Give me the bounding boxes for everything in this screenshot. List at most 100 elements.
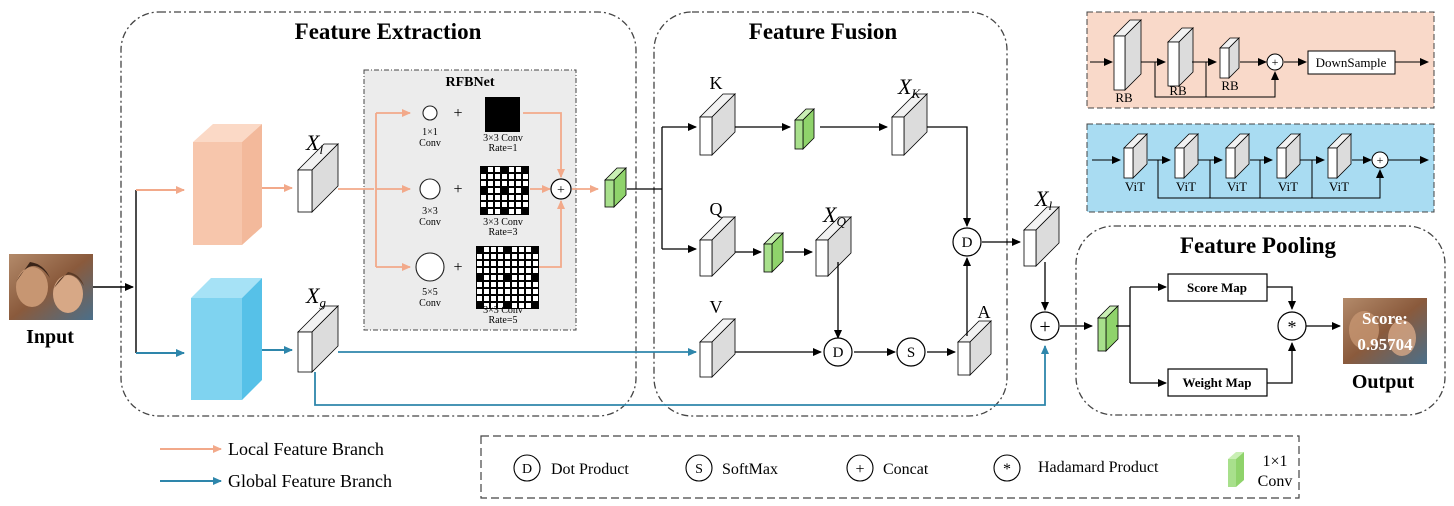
v-feature-map [699, 318, 736, 378]
output-label: Output [1352, 371, 1415, 393]
rfb-row2-kernel: 3×3 [422, 206, 438, 217]
q-label: Q [710, 199, 723, 219]
legend-conv1x1-icon [1228, 452, 1244, 487]
score-label: Score: [1362, 309, 1408, 328]
xl-feature-map [297, 143, 339, 213]
softmax-op [896, 337, 926, 367]
rfb-row3-kernel: 5×5 [422, 287, 438, 298]
xk-feature-map [891, 93, 928, 156]
score-map-label: Score Map [1187, 280, 1247, 295]
global-feature-block [191, 278, 262, 400]
input-image [9, 254, 93, 320]
downsample-box [1307, 50, 1396, 75]
legend-concat-label: Concat [883, 461, 929, 478]
k-feature-map [699, 93, 736, 156]
softmax-op-symbol: S [907, 345, 915, 361]
legend-concat-icon [846, 454, 874, 482]
score-map-box [1167, 273, 1268, 302]
rb-block-1 [1113, 19, 1142, 91]
fusion-lines [627, 123, 1093, 356]
legend-dot-icon [513, 454, 541, 482]
dot-op-top-symbol: D [962, 235, 973, 251]
feature-pooling-title: Feature Pooling [1180, 233, 1337, 258]
vit-label-5: ViT [1329, 179, 1349, 194]
dilated-grid-rate5 [476, 246, 539, 309]
xl-fused-feature-map [1023, 206, 1060, 267]
feature-extraction-box [120, 11, 637, 417]
legend-global-label: Global Feature Branch [228, 471, 392, 491]
output-image [1343, 298, 1427, 364]
dilated-grid-rate3 [480, 166, 529, 215]
legend-conv-line1: 1×1 [1262, 453, 1287, 470]
rfb-plus-3: + [453, 259, 462, 276]
legend-conv-line2: Conv [1258, 473, 1293, 490]
pooling-lines [1116, 283, 1341, 387]
rfbnet-box [363, 69, 577, 331]
xg-label: Xg [305, 283, 326, 310]
legend-hadamard-symbol: * [1003, 461, 1011, 478]
dot-product-op-top [952, 227, 982, 257]
xl-label: Xl [305, 130, 323, 157]
conv5x5-kernel-icon [415, 252, 445, 282]
rfb-row2-conv: 3×3 Conv [483, 217, 523, 228]
dot-op-bottom-symbol: D [833, 345, 844, 361]
concat-op-main-symbol: + [1039, 316, 1050, 338]
local-feature-block [193, 124, 262, 245]
legend-dot-symbol: D [522, 462, 532, 477]
rfbnet-arrows [338, 109, 599, 271]
xq-label: XQ [822, 202, 846, 229]
feature-fusion-title: Feature Fusion [749, 19, 898, 44]
pool-conv1x1 [1097, 305, 1119, 352]
xg-feature-map [297, 305, 339, 373]
rfb-row1-kernel-sub: Conv [419, 138, 441, 149]
rfb-row1-rate: Rate=1 [489, 143, 518, 154]
vit-label-3: ViT [1227, 179, 1247, 194]
rfb-concat-op [550, 178, 572, 200]
feature-fusion-box [653, 11, 1008, 417]
vit-block-4 [1276, 133, 1301, 179]
a-feature-map [957, 320, 992, 376]
input-label: Input [26, 326, 74, 348]
k-conv1x1 [794, 108, 815, 150]
legend-softmax-symbol: S [695, 462, 703, 477]
vit-label-1: ViT [1125, 179, 1145, 194]
rb-block-3 [1219, 37, 1240, 79]
rfb-plus-1: + [453, 105, 462, 122]
legend-softmax-label: SoftMax [722, 461, 778, 478]
rfb-row3-rate: Rate=5 [489, 315, 518, 326]
rfb-row3-kernel-sub: Conv [419, 298, 441, 309]
rb-label-2: RB [1169, 83, 1187, 98]
rb-concat-symbol: + [1272, 55, 1279, 69]
vit-block-2 [1174, 133, 1199, 179]
legend-hadamard-icon [993, 454, 1021, 482]
k-label: K [710, 73, 723, 93]
legend-local-label: Local Feature Branch [228, 439, 384, 459]
rfb-row2-rate: Rate=3 [489, 227, 518, 238]
dot-product-op-bottom [823, 337, 853, 367]
hadamard-op [1277, 311, 1307, 341]
q-conv1x1 [763, 232, 784, 273]
rfb-concat-symbol: + [557, 183, 565, 198]
weight-map-box [1167, 368, 1268, 397]
rfb-row2-kernel-sub: Conv [419, 217, 441, 228]
xk-label: XK [897, 74, 921, 101]
xq-feature-map [815, 216, 852, 277]
dilated-grid-rate1 [485, 97, 520, 132]
legend-softmax-icon [685, 454, 713, 482]
v-label: V [710, 297, 723, 317]
conv3x3-kernel-icon [419, 178, 441, 200]
rfb-row1-kernel: 1×1 [422, 127, 438, 138]
input-arrows [93, 190, 137, 353]
conv1x1-kernel-icon [422, 105, 438, 121]
rfb-conv1x1 [604, 167, 627, 208]
legend-dot-label: Dot Product [551, 461, 629, 478]
downsample-label: DownSample [1316, 55, 1387, 70]
q-feature-map [699, 216, 736, 277]
vit-block-1 [1123, 133, 1148, 179]
rb-block-2 [1167, 27, 1194, 87]
rb-label-3: RB [1221, 78, 1239, 93]
vit-block-5 [1327, 133, 1352, 179]
feature-pooling-box [1075, 225, 1446, 416]
legend-box [480, 435, 1300, 499]
